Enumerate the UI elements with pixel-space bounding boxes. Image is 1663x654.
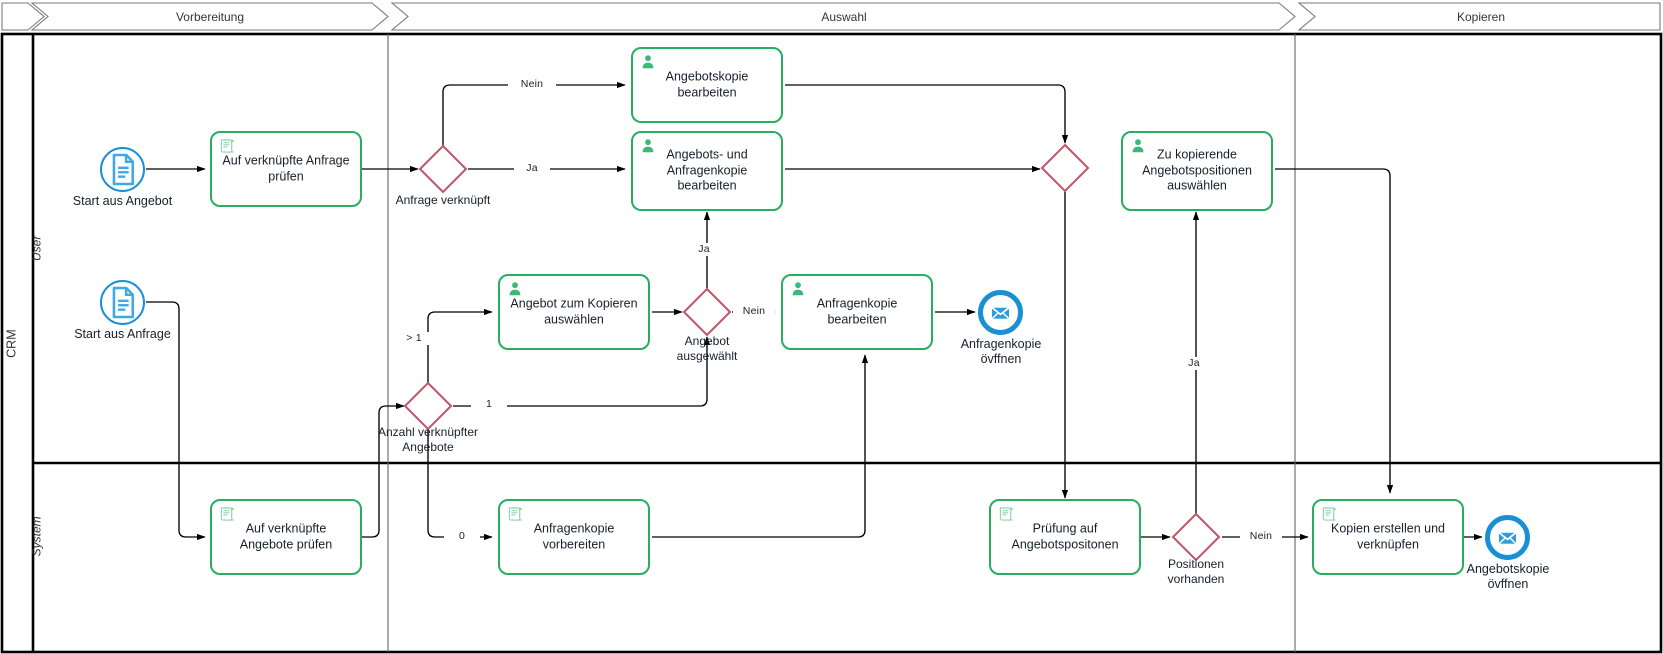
task-label: Angebot zum Kopieren auswählen <box>510 296 638 326</box>
flow-angebote-pruefen-to-gw-anzahl <box>360 402 405 538</box>
document-icon <box>102 149 143 190</box>
script-task-icon <box>998 506 1014 522</box>
task-zu-kopierende-angebotspositionen-auswaehlen[interactable]: Zu kopierende Angebotspositionen auswähl… <box>1121 131 1273 211</box>
task-label: Angebots- und Anfragenkopie bearbeiten <box>666 147 748 193</box>
gateways <box>403 143 1221 562</box>
gateway-angebot-ausgewaehlt <box>682 287 732 337</box>
task-angebots-und-anfragenkopie-bearbeiten[interactable]: Angebots- und Anfragenkopie bearbeiten <box>631 131 783 211</box>
start-event-aus-angebot[interactable] <box>100 147 145 192</box>
flow-vorbereiten-to-anfragenkopie-bearbeiten <box>652 354 869 538</box>
task-label: Kopien erstellen und verknüpfen <box>1331 521 1445 551</box>
task-label: Zu kopierende Angebotspositionen auswähl… <box>1142 147 1252 193</box>
flow-nein-to-angebotskopie <box>442 81 626 148</box>
sequence-flows <box>146 81 1483 541</box>
task-auf-verknuepfte-angebote-pruefen[interactable]: Auf verknüpfte Angebote prüfen <box>210 499 362 575</box>
task-anfragenkopie-vorbereiten[interactable]: Anfragenkopie vorbereiten <box>498 499 650 575</box>
task-pruefung-auf-angebotspositonen[interactable]: Prüfung auf Angebotspositonen <box>989 499 1141 575</box>
flow-start-anfrage-to-angebote-pruefen <box>146 301 206 541</box>
script-task-icon <box>219 138 235 154</box>
task-label: Angebotskopie bearbeiten <box>665 69 749 99</box>
flow-angebotskopie-to-merge <box>785 84 1069 144</box>
script-task-icon <box>1321 506 1337 522</box>
flow-0-to-anfragenkopie-vorbereiten <box>427 427 493 541</box>
task-label: Anfragenkopie bearbeiten <box>816 296 898 326</box>
user-task-icon <box>790 281 806 297</box>
flow-1-to-gw-angebot-ausgewaehlt <box>453 336 711 407</box>
task-label: Anfragenkopie vorbereiten <box>533 521 615 551</box>
task-angebotskopie-bearbeiten[interactable]: Angebotskopie bearbeiten <box>631 47 783 123</box>
end-event-anfragenkopie-oeffnen[interactable] <box>978 290 1023 335</box>
script-task-icon <box>507 506 523 522</box>
envelope-icon <box>983 295 1018 330</box>
script-task-icon <box>219 506 235 522</box>
task-label: Auf verknüpfte Angebote prüfen <box>239 521 333 551</box>
document-icon <box>102 282 143 323</box>
end-event-angebotskopie-oeffnen[interactable] <box>1485 515 1530 560</box>
envelope-icon <box>1490 520 1525 555</box>
task-anfragenkopie-bearbeiten[interactable]: Anfragenkopie bearbeiten <box>781 274 933 350</box>
user-task-icon <box>640 54 656 70</box>
task-kopien-erstellen-und-verknuepfen[interactable]: Kopien erstellen und verknüpfen <box>1312 499 1464 575</box>
task-auf-verknuepfte-anfrage-pruefen[interactable]: Auf verknüpfte Anfrage prüfen <box>210 131 362 207</box>
flow-gt1-to-angebot-auswaehlen <box>427 308 493 385</box>
task-label: Auf verknüpfte Anfrage prüfen <box>222 153 350 183</box>
gateway-merge-auswahl <box>1040 143 1090 193</box>
gateway-anzahl-verknuepfter-angebote <box>403 381 453 431</box>
start-event-aus-anfrage[interactable] <box>100 280 145 325</box>
gateway-anfrage-verknuepft <box>418 144 468 194</box>
task-angebot-zum-kopieren-auswaehlen[interactable]: Angebot zum Kopieren auswählen <box>498 274 650 350</box>
flow-zu-kopierende-to-kopien-erstellen <box>1275 168 1394 494</box>
phase-header-band <box>1 2 1661 31</box>
task-label: Prüfung auf Angebotspositonen <box>1011 521 1119 551</box>
user-task-icon <box>507 281 523 297</box>
gateway-positionen-vorhanden <box>1171 512 1221 562</box>
